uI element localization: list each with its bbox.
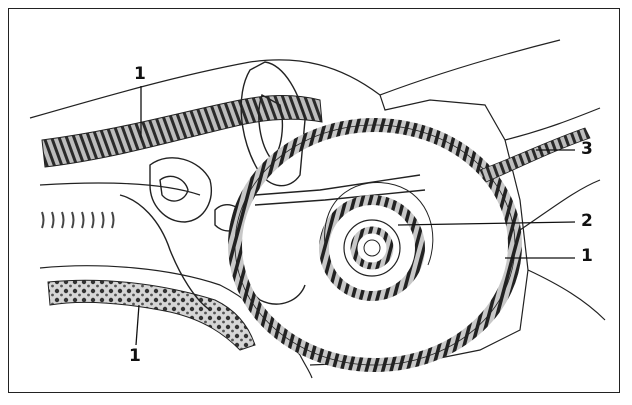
label-2: 2	[581, 213, 593, 230]
label-1-top: 1	[134, 66, 146, 83]
lower-band	[48, 280, 255, 350]
label-1-bottom: 1	[129, 348, 141, 365]
label-3: 3	[581, 141, 593, 158]
right-nerve	[480, 128, 590, 182]
label-1-right: 1	[581, 248, 593, 265]
comb-lines	[42, 212, 114, 228]
cochlea	[235, 125, 515, 365]
outline-lines	[30, 40, 605, 378]
